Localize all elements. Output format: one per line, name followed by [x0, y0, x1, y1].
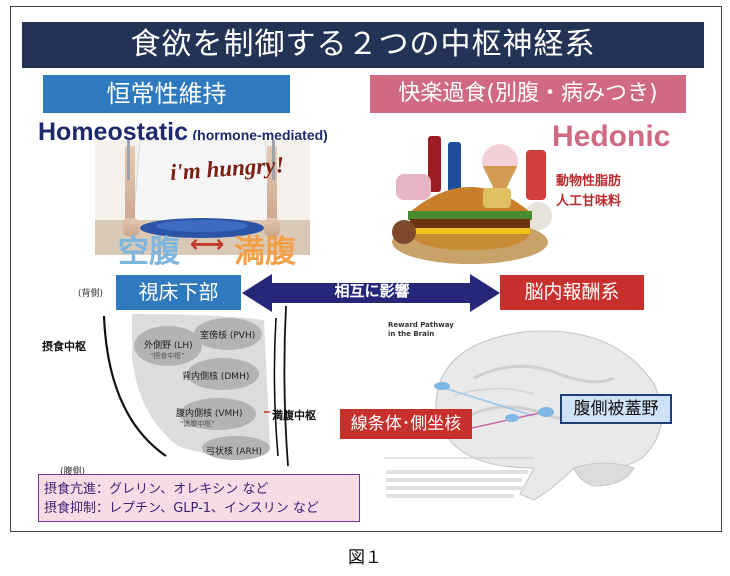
dorsal-label: (背側)	[78, 289, 104, 299]
reward-title-line1: Reward Pathway	[388, 321, 454, 329]
double-arrow-icon: ⟷	[190, 230, 225, 258]
nucleus-vmh: 腹内側核 (VMH) "満腹中枢"	[176, 406, 243, 429]
brain-illustration	[384, 318, 680, 524]
hypothalamus-diagram	[102, 305, 289, 467]
homeostatic-sub: (hormone-mediated)	[192, 127, 328, 143]
nucleus-arh: 弓状核 (ARH)	[206, 447, 263, 457]
striatum-box: 線条体･側坐核	[340, 409, 472, 439]
hunger-label: 空腹	[118, 234, 180, 270]
nucleus-lh-note: "摂食中枢"	[150, 352, 185, 360]
nucleus-vmh-note: "満腹中枢"	[180, 420, 215, 428]
nucleus-lh: 外側野 (LH) "摂食中枢"	[144, 338, 193, 361]
food-item-animal-fat: 動物性脂肪	[556, 174, 622, 189]
hypothalamus-box: 視床下部	[116, 275, 241, 310]
figure-frame	[10, 6, 722, 532]
nucleus-pvh: 室傍核 (PVH)	[200, 331, 256, 341]
satiety-label: 満腹	[234, 234, 296, 270]
feeding-center-label: 摂食中枢	[42, 340, 86, 353]
hedonic-food-list: 動物性脂肪 人工甘味料	[556, 172, 621, 212]
nucleus-vmh-name: 腹内側核 (VMH)	[176, 409, 243, 419]
figure-caption: 図１	[348, 548, 382, 568]
food-item-sweetener: 人工甘味料	[556, 194, 622, 209]
hormone-box	[38, 474, 360, 522]
reward-title-line2: in the Brain	[388, 330, 435, 338]
reward-pathway-title: Reward Pathway in the Brain	[388, 321, 454, 339]
page-title: 食欲を制御する２つの中枢神経系	[22, 22, 704, 68]
promote-hormones: 摂食亢進：グレリン、オレキシン など	[44, 482, 269, 497]
ventral-label: (腹側)	[60, 467, 86, 477]
mutual-arrow-icon	[242, 274, 500, 312]
mutual-influence-label: 相互に影響	[334, 282, 410, 300]
homeostasis-header: 恒常性維持	[43, 75, 290, 113]
hedonic-label: Hedonic	[552, 120, 671, 153]
nucleus-dmh: 背内側核 (DMH)	[182, 372, 250, 382]
vta-box: 腹側被蓋野	[560, 394, 672, 424]
nucleus-lh-name: 外側野 (LH)	[144, 341, 193, 351]
suppress-hormones: 摂食抑制：レプチン、GLP-1、インスリン など	[44, 501, 319, 516]
junk-food-illustration	[392, 136, 552, 264]
hedonic-header: 快楽過食(別腹・病みつき)	[370, 75, 686, 113]
hungry-person-illustration	[95, 140, 310, 255]
reward-system-box: 脳内報酬系	[500, 275, 644, 310]
satiety-center-label: 満腹中枢	[272, 409, 316, 422]
